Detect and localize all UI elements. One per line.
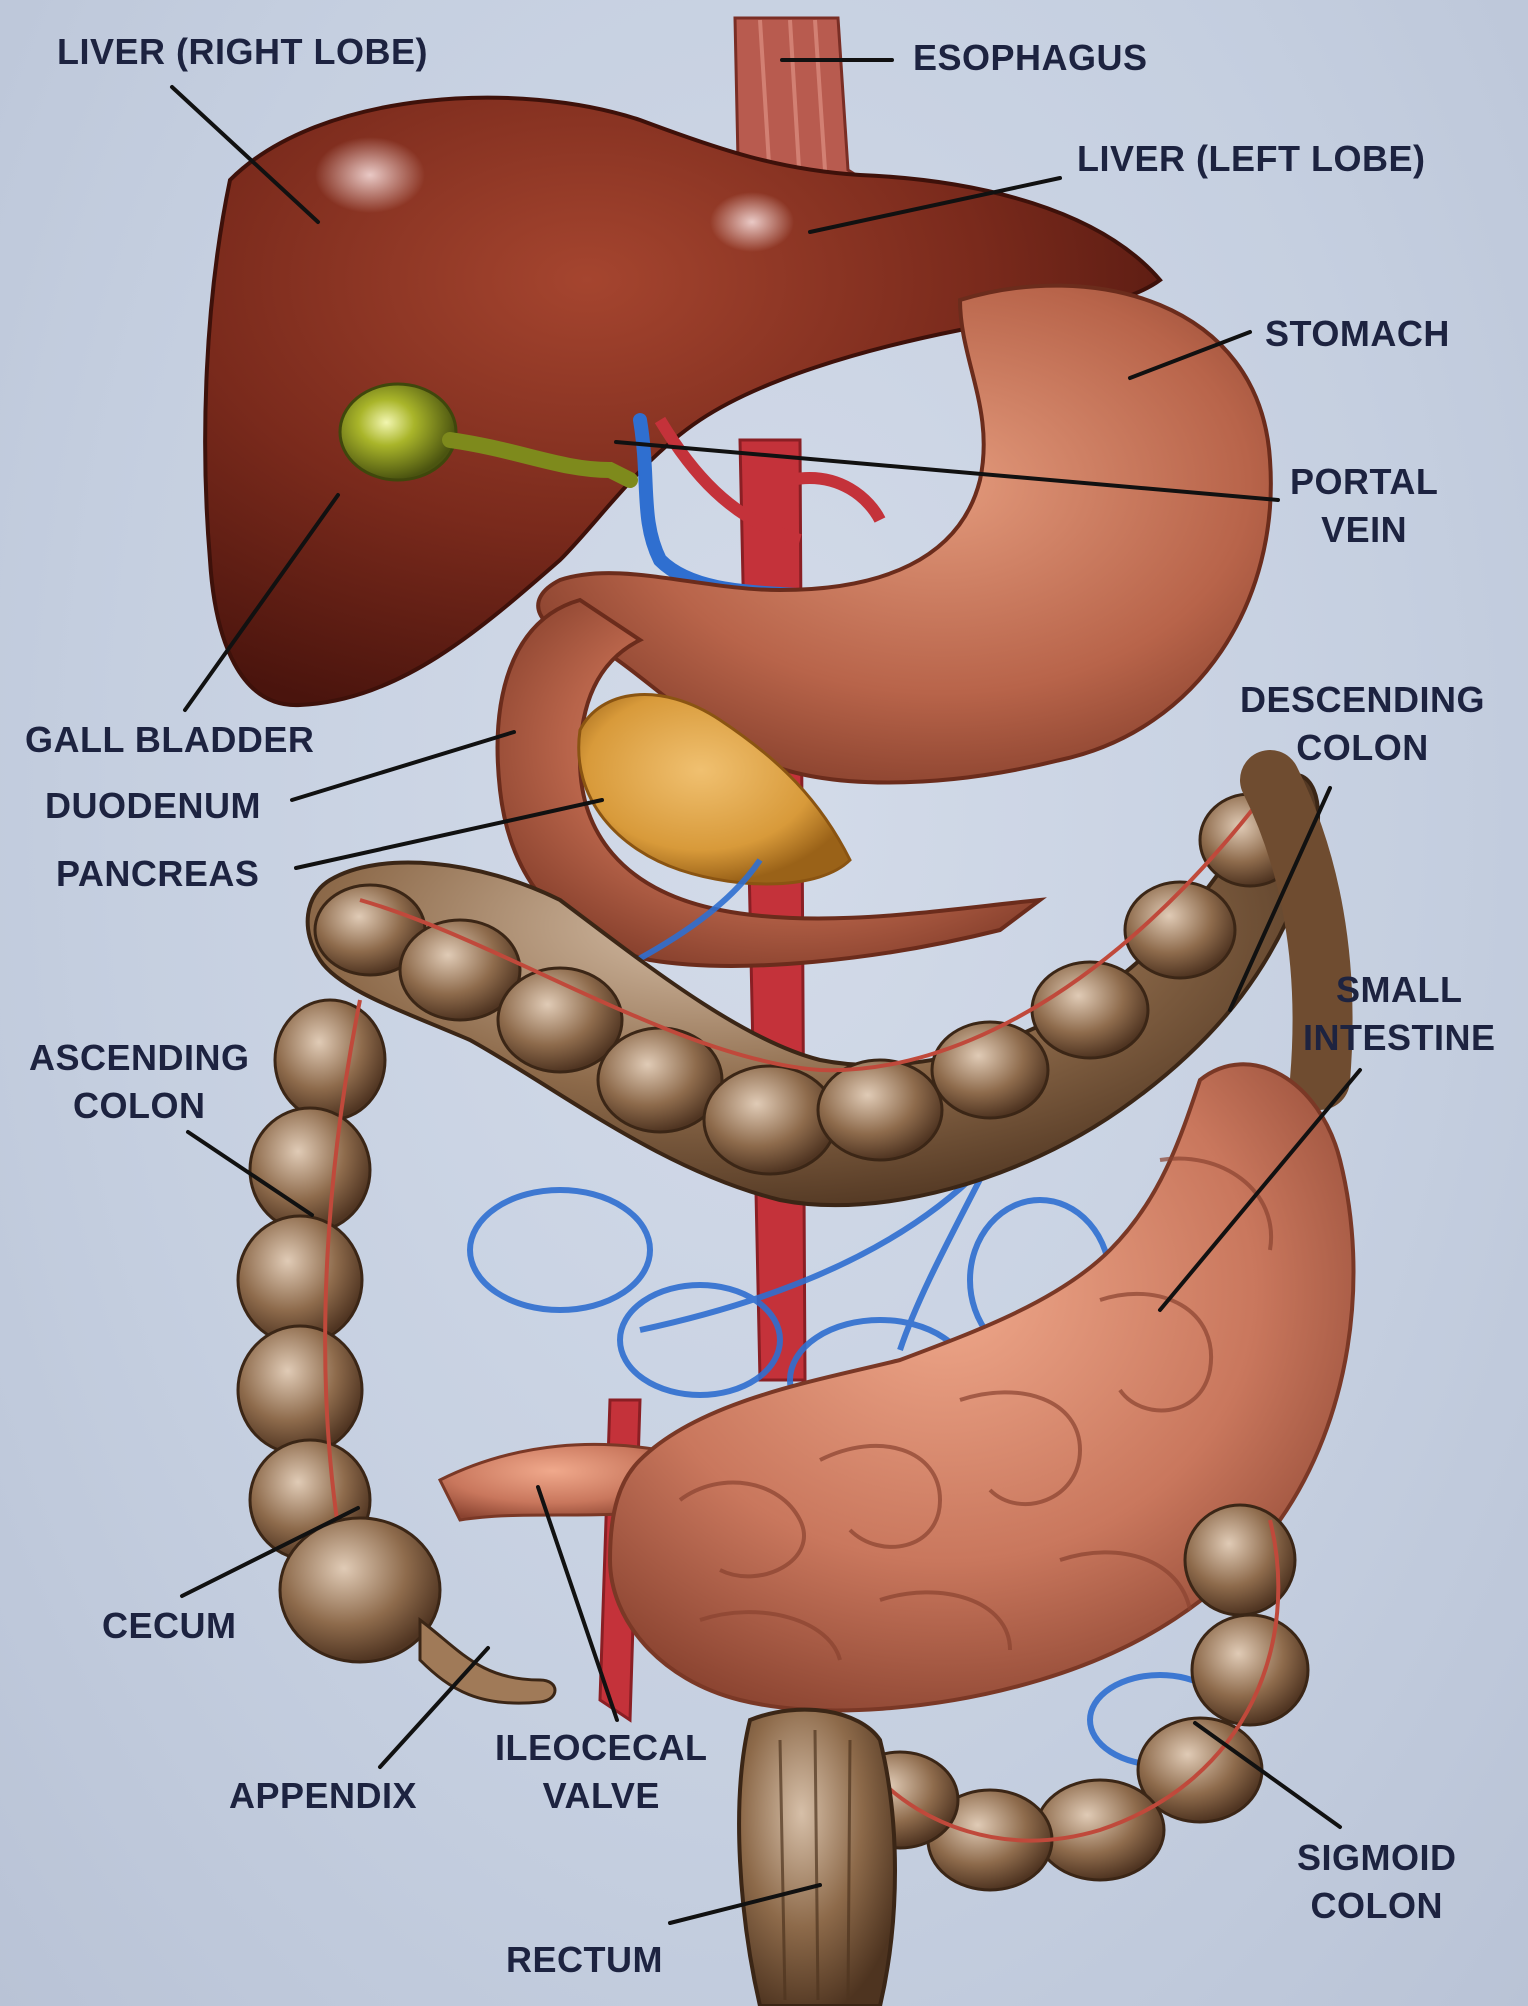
ascending-colon — [238, 1000, 385, 1560]
label-small-intestine-line2: INTESTINE — [1303, 1014, 1496, 1062]
label-portal-vein: PORTAL VEIN — [1290, 458, 1438, 554]
label-esophagus: ESOPHAGUS — [913, 34, 1148, 82]
label-ascending-colon-line1: ASCENDING — [29, 1034, 250, 1082]
label-stomach: STOMACH — [1265, 310, 1450, 358]
aorta — [740, 440, 805, 1380]
label-ascending-colon: ASCENDING COLON — [29, 1034, 250, 1130]
gall-bladder — [340, 384, 456, 480]
label-descending-colon-line2: COLON — [1240, 724, 1485, 772]
label-rectum: RECTUM — [506, 1936, 663, 1984]
label-sigmoid-colon-line2: COLON — [1297, 1882, 1457, 1930]
label-small-intestine: SMALL INTESTINE — [1303, 966, 1496, 1062]
label-liver-right-lobe: LIVER (RIGHT LOBE) — [57, 28, 428, 76]
label-ascending-colon-line2: COLON — [29, 1082, 250, 1130]
label-appendix: APPENDIX — [229, 1772, 417, 1820]
label-descending-colon-line1: DESCENDING — [1240, 676, 1485, 724]
label-small-intestine-line1: SMALL — [1303, 966, 1496, 1014]
label-gall-bladder: GALL BLADDER — [25, 716, 314, 764]
label-sigmoid-colon: SIGMOID COLON — [1297, 1834, 1457, 1930]
label-ileocecal-valve-line2: VALVE — [495, 1772, 708, 1820]
appendix — [420, 1620, 555, 1703]
label-descending-colon: DESCENDING COLON — [1240, 676, 1485, 772]
label-portal-vein-line1: PORTAL — [1290, 458, 1438, 506]
label-sigmoid-colon-line1: SIGMOID — [1297, 1834, 1457, 1882]
label-duodenum: DUODENUM — [45, 782, 261, 830]
label-cecum: CECUM — [102, 1602, 237, 1650]
label-portal-vein-line2: VEIN — [1290, 506, 1438, 554]
label-liver-left-lobe: LIVER (LEFT LOBE) — [1077, 135, 1425, 183]
cecum — [280, 1518, 440, 1662]
label-ileocecal-valve-line1: ILEOCECAL — [495, 1724, 708, 1772]
label-ileocecal-valve: ILEOCECAL VALVE — [495, 1724, 708, 1820]
label-pancreas: PANCREAS — [56, 850, 259, 898]
